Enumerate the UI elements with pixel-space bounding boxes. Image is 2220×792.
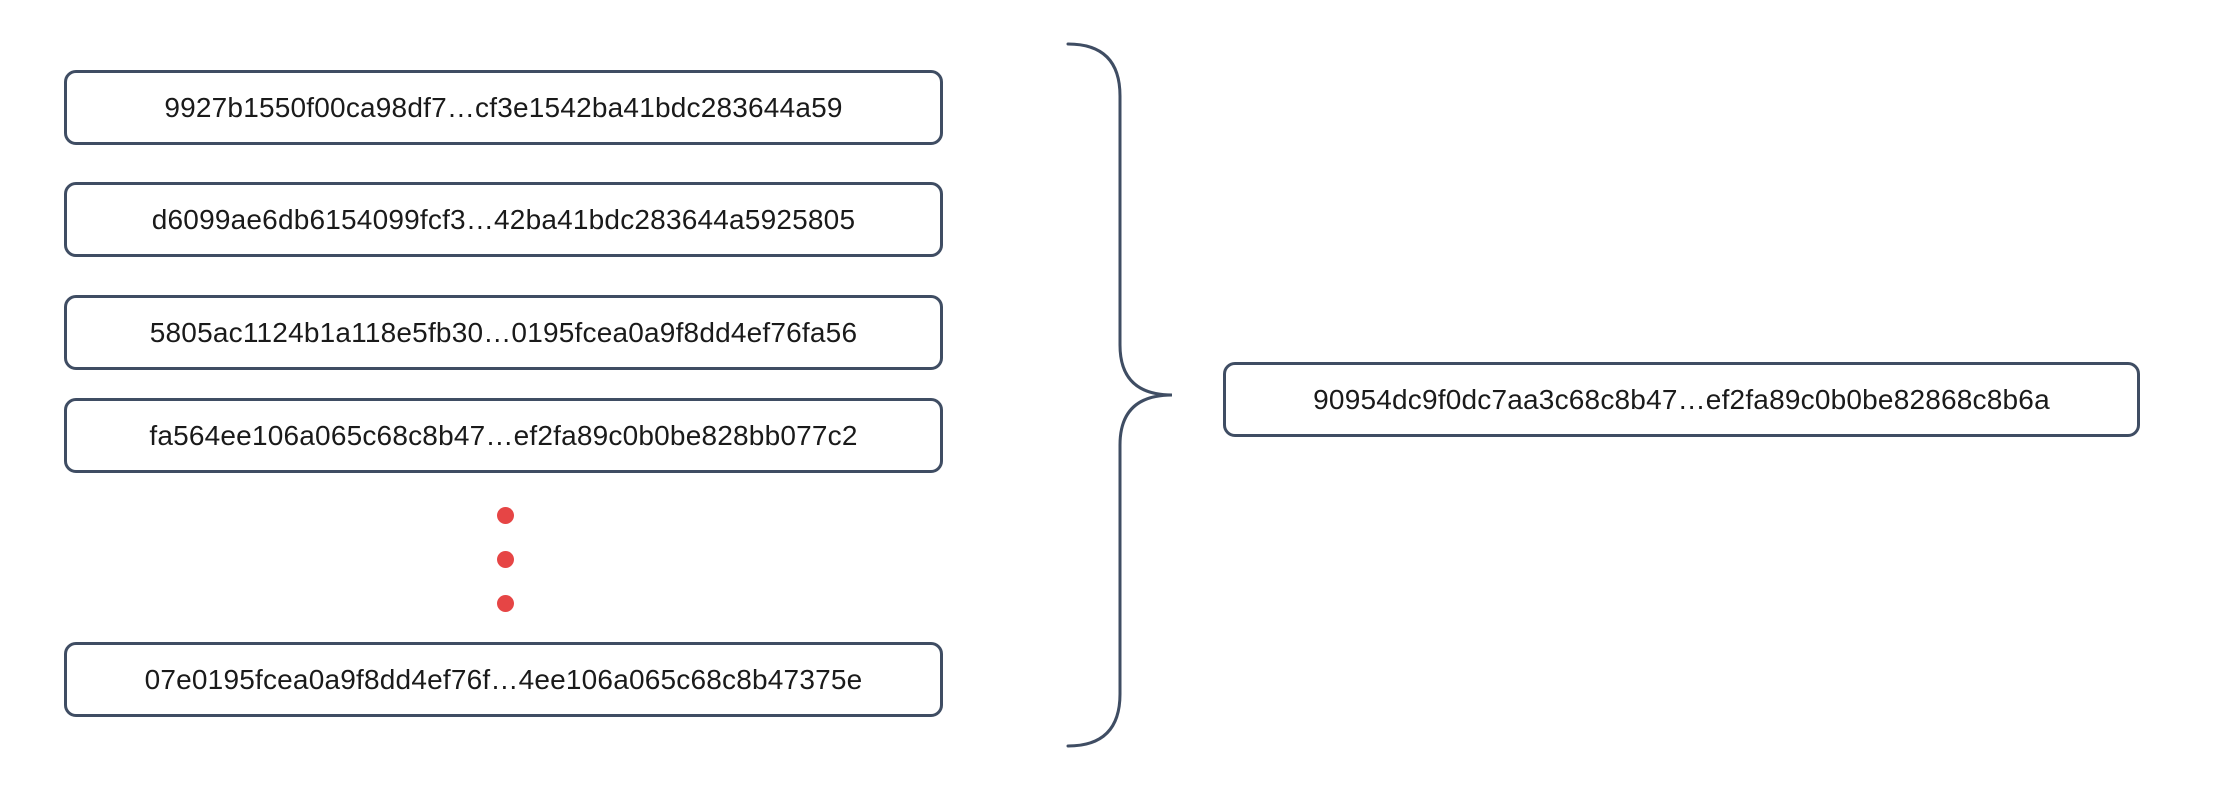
result-hash-box: 90954dc9f0dc7aa3c68c8b47…ef2fa89c0b0be82… [1223,362,2140,437]
ellipsis-dot-icon [497,507,514,524]
input-hash-box-2: d6099ae6db6154099fcf3…42ba41bdc283644a59… [64,182,943,257]
ellipsis-dot-icon [497,551,514,568]
curly-brace-icon [1066,42,1173,748]
input-hash-box-4: fa564ee106a065c68c8b47…ef2fa89c0b0be828b… [64,398,943,473]
ellipsis-dot-icon [497,595,514,612]
input-hash-box-3: 5805ac1124b1a118e5fb30…0195fcea0a9f8dd4e… [64,295,943,370]
input-hash-box-1: 9927b1550f00ca98df7…cf3e1542ba41bdc28364… [64,70,943,145]
input-hash-box-5: 07e0195fcea0a9f8dd4ef76f…4ee106a065c68c8… [64,642,943,717]
